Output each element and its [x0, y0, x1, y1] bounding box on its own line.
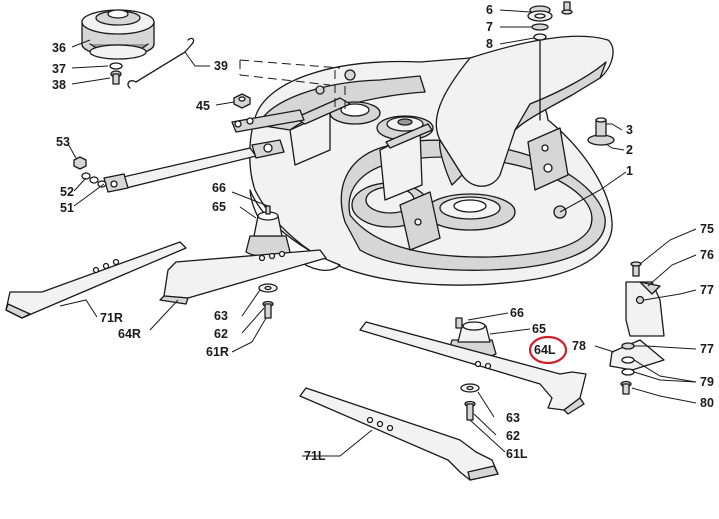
- callout-1: 1: [626, 164, 633, 178]
- washer-63-right: [258, 283, 278, 293]
- deck-bracket-right: [527, 127, 569, 191]
- blade-71R: [5, 241, 187, 319]
- washer-7: [531, 23, 549, 31]
- callout-53: 53: [56, 135, 70, 149]
- pulley-bolt-6: [527, 5, 553, 22]
- callout-65-left: 65: [532, 322, 546, 336]
- callout-71R: 71R: [100, 311, 123, 325]
- bolt-75: [630, 261, 642, 277]
- stud-3: [595, 117, 607, 137]
- blade-64L: [359, 321, 587, 415]
- callout-61L: 61L: [506, 447, 528, 461]
- bolt-top: [561, 1, 573, 15]
- plate-78: [609, 339, 665, 371]
- callout-61R: 61R: [206, 345, 229, 359]
- callout-3: 3: [626, 123, 633, 137]
- callout-66-right: 66: [212, 181, 226, 195]
- callout-8: 8: [486, 37, 493, 51]
- callout-45: 45: [196, 99, 210, 113]
- callout-65-right: 65: [212, 200, 226, 214]
- callout-71L: 71L: [304, 449, 326, 463]
- washer-63-left: [460, 383, 480, 393]
- callout-38: 38: [52, 78, 66, 92]
- callout-78: 78: [572, 339, 586, 353]
- callout-37: 37: [52, 62, 66, 76]
- callout-36: 36: [52, 41, 66, 55]
- callout-77-upper: 77: [700, 283, 714, 297]
- washers-79: [621, 356, 635, 376]
- callout-2: 2: [626, 143, 633, 157]
- link-rod: [103, 109, 305, 193]
- bolt-80: [620, 380, 632, 395]
- callout-labels: 1 2 3 6 7 8 36 37 38 39 45 53 52 51 66 6…: [52, 3, 714, 463]
- clutch-washer-37: [109, 62, 123, 70]
- callout-64R: 64R: [118, 327, 141, 341]
- callout-76: 76: [700, 248, 714, 262]
- callout-79: 79: [700, 375, 714, 389]
- washer-77: [621, 342, 635, 350]
- hardware-51-53: [73, 156, 107, 188]
- callout-7: 7: [486, 20, 493, 34]
- highlight-circle-64L: [528, 335, 568, 365]
- leader-lines: [59, 9, 697, 457]
- deck-bracket-left: [289, 97, 433, 201]
- spacer-8: [533, 33, 547, 121]
- callout-6: 6: [486, 3, 493, 17]
- belt-guard: [435, 35, 614, 187]
- tension-spring: [127, 37, 195, 89]
- callout-64L: 64L: [534, 343, 556, 357]
- belt-routing-dashes: [239, 59, 346, 115]
- callout-62-left: 62: [506, 429, 520, 443]
- blade-71L: [299, 387, 499, 481]
- callout-66-left: 66: [510, 306, 524, 320]
- deck-bracket-front: [399, 191, 441, 251]
- clutch-bolt-38: [110, 70, 122, 85]
- electric-clutch: [81, 9, 155, 60]
- callout-52: 52: [60, 185, 74, 199]
- callout-63-right: 63: [214, 309, 228, 323]
- callout-75: 75: [700, 222, 714, 236]
- blade-64R: [159, 249, 327, 305]
- deflector-76: [625, 281, 665, 337]
- callout-77-lower: 77: [700, 342, 714, 356]
- callout-39: 39: [214, 59, 228, 73]
- bolt-61L: [464, 400, 476, 421]
- callout-51: 51: [60, 201, 74, 215]
- callout-63-left: 63: [506, 411, 520, 425]
- bolt-61R: [262, 300, 274, 319]
- callout-80: 80: [700, 396, 714, 410]
- nut-45: [233, 93, 251, 109]
- callout-62-right: 62: [214, 327, 228, 341]
